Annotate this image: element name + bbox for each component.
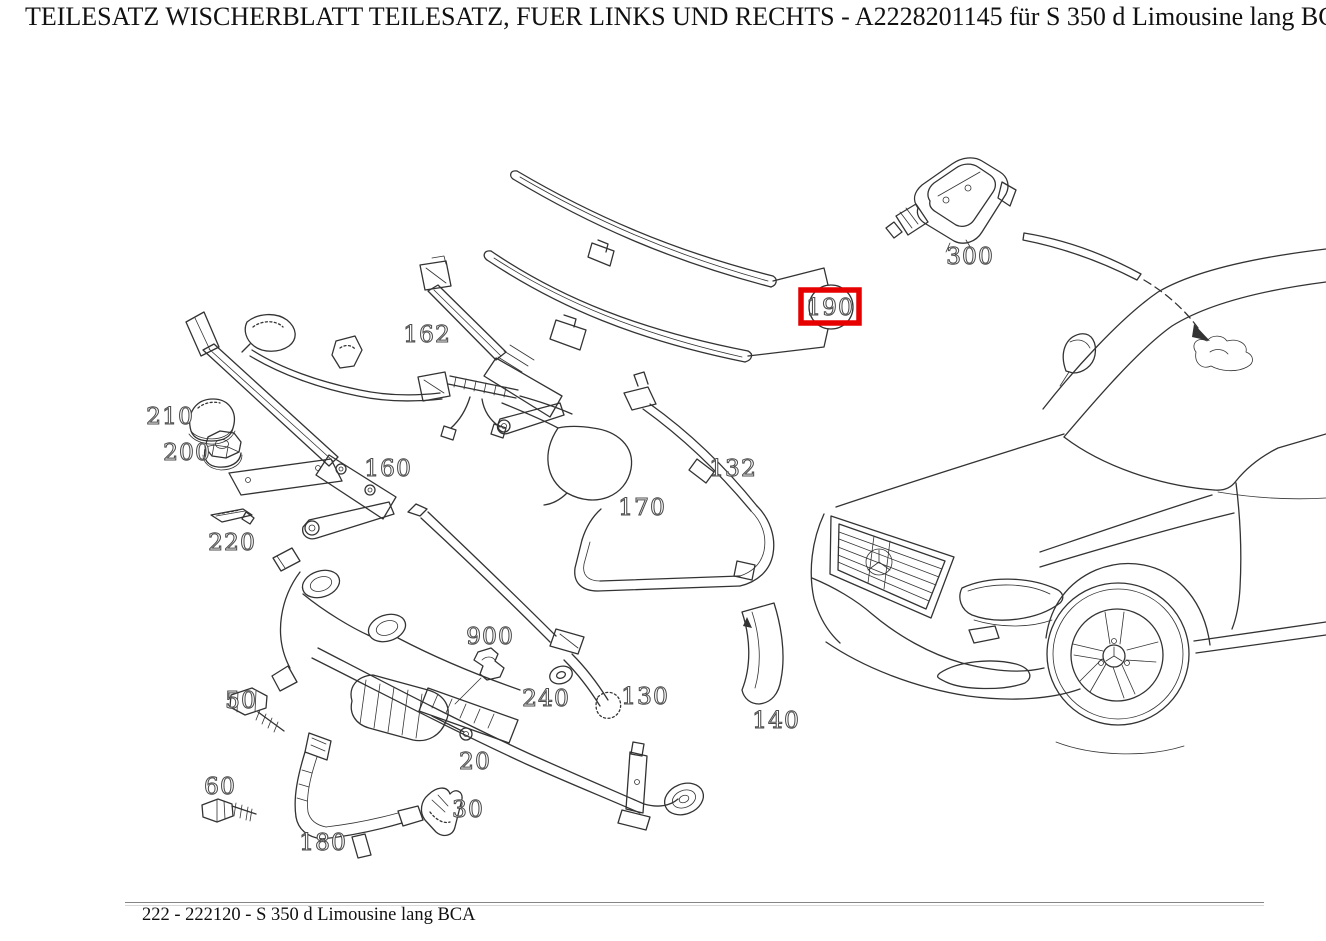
cowl-strip-part xyxy=(1022,232,1142,281)
part-number-text: 900 xyxy=(466,622,514,650)
linkage-frame-20 xyxy=(271,547,705,831)
part-number-text: 240 xyxy=(522,684,570,712)
part-number-text: 140 xyxy=(752,706,800,734)
clip-220 xyxy=(210,508,255,525)
diagram-line-art xyxy=(185,157,1326,859)
nozzle-arm-130 xyxy=(407,503,622,719)
part-label-210[interactable]: 210 xyxy=(146,401,194,430)
part-label-160[interactable]: 160 xyxy=(364,453,412,482)
car-front-outline xyxy=(810,248,1326,755)
nut-200 xyxy=(202,430,243,471)
part-number-text: 170 xyxy=(618,493,666,521)
wiper-blade-right-icon xyxy=(483,250,753,363)
bolt-60 xyxy=(201,798,257,823)
page-title: TEILESATZ WISCHERBLATT TEILESATZ, FUER L… xyxy=(25,2,1326,31)
part-label-220[interactable]: 220 xyxy=(208,527,256,556)
part-number-text: 50 xyxy=(225,686,257,714)
part-number-text: 190 xyxy=(806,293,854,321)
part-label-20[interactable]: 20 xyxy=(459,746,491,775)
part-number-text: 30 xyxy=(452,795,484,823)
part-number-text: 180 xyxy=(299,828,347,856)
clip-900 xyxy=(454,647,505,705)
part-number-text: 60 xyxy=(204,772,236,800)
bolt-50 xyxy=(229,687,285,733)
mount-30 xyxy=(420,787,463,837)
part-label-900[interactable]: 900 xyxy=(466,621,514,650)
washer-hose-bundle xyxy=(241,313,573,441)
part-number-text: 162 xyxy=(403,320,451,348)
highlight-box xyxy=(798,287,862,326)
part-label-190[interactable]: 190 xyxy=(798,287,862,326)
part-label-132[interactable]: 132 xyxy=(709,453,757,482)
part-number-text: 200 xyxy=(163,438,211,466)
footer-divider xyxy=(125,902,1264,906)
hose-loop-170 xyxy=(501,402,633,506)
part-number-text: 160 xyxy=(364,454,412,482)
footer-caption: 222 - 222120 - S 350 d Limousine lang BC… xyxy=(142,905,476,925)
part-label-300[interactable]: 300 xyxy=(946,241,994,270)
part-number-text: 300 xyxy=(946,242,994,270)
part-number-text: 130 xyxy=(621,682,669,710)
part-number-text: 20 xyxy=(459,747,491,775)
part-label-200[interactable]: 200 xyxy=(163,437,211,466)
part-labels-layer: 190 300 162 210 200 160 220 132 170 900 50 240 130 14… xyxy=(146,241,994,856)
part-number-text: 210 xyxy=(146,402,194,430)
wiper-arm-left-part xyxy=(185,311,397,540)
rain-sensor-part xyxy=(885,157,1017,253)
part-number-text: 132 xyxy=(709,454,757,482)
duct-140 xyxy=(741,602,784,705)
direction-arrow xyxy=(1143,279,1210,341)
part-label-30[interactable]: 30 xyxy=(452,794,484,823)
part-label-140[interactable]: 140 xyxy=(752,705,800,734)
part-label-50[interactable]: 50 xyxy=(225,685,257,714)
part-label-170[interactable]: 170 xyxy=(618,492,666,521)
part-label-130[interactable]: 130 xyxy=(621,681,669,710)
blade-group-bracket xyxy=(747,267,854,357)
hose-132 xyxy=(574,371,775,592)
part-label-180[interactable]: 180 xyxy=(299,827,347,856)
grommet-240 xyxy=(549,665,573,685)
cap-210 xyxy=(188,398,236,445)
wiper-blade-left-icon xyxy=(510,170,777,288)
part-label-162[interactable]: 162 xyxy=(403,319,451,348)
part-label-60[interactable]: 60 xyxy=(204,771,236,800)
bracket-180 xyxy=(294,732,424,859)
part-number-text: 220 xyxy=(208,528,256,556)
part-label-240[interactable]: 240 xyxy=(522,683,570,712)
